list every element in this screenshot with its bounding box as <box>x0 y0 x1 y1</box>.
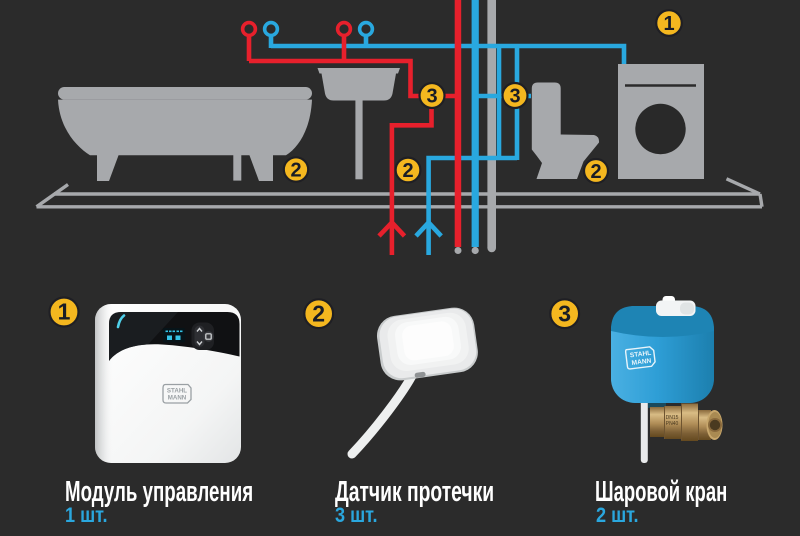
svg-text:STAHL: STAHL <box>167 388 187 395</box>
svg-text:STAHL: STAHL <box>629 350 651 360</box>
svg-text:3: 3 <box>558 300 571 326</box>
svg-text:1: 1 <box>663 13 674 35</box>
svg-text:1: 1 <box>58 299 71 325</box>
svg-text:MANN: MANN <box>168 395 187 402</box>
svg-text:3: 3 <box>426 85 437 107</box>
svg-text:PN40: PN40 <box>666 421 679 427</box>
svg-text:2: 2 <box>312 300 325 326</box>
svg-text:2: 2 <box>402 160 413 182</box>
svg-text:2: 2 <box>590 161 601 183</box>
svg-text:2: 2 <box>290 159 301 181</box>
svg-text:DN15: DN15 <box>666 415 679 421</box>
svg-text:3: 3 <box>509 85 520 107</box>
svg-text:MANN: MANN <box>631 358 652 367</box>
